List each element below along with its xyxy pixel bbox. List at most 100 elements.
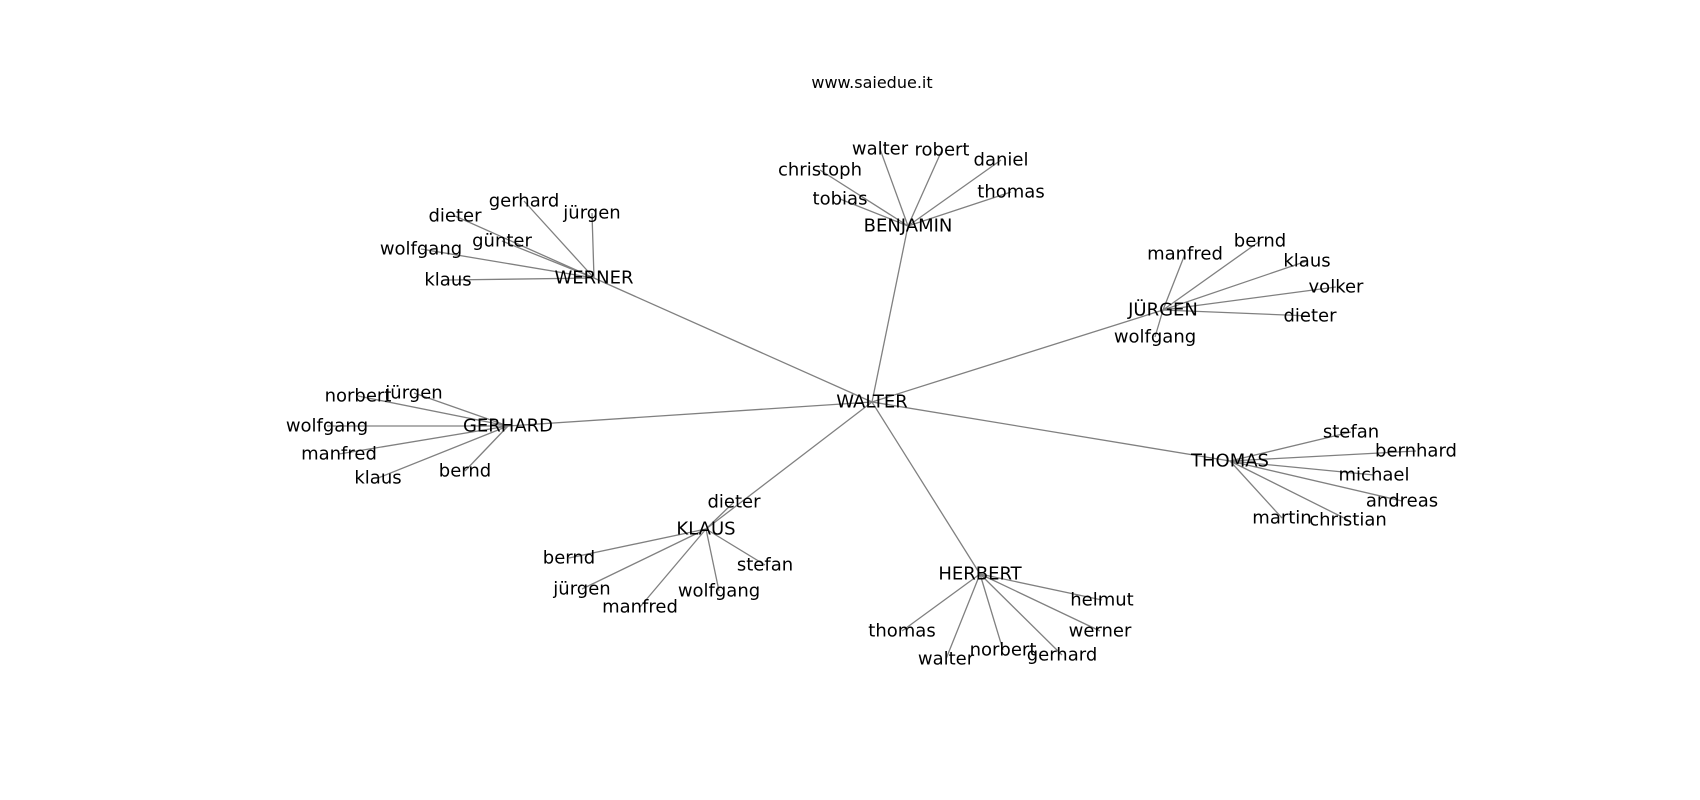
node-leaf-thomas-michael: michael xyxy=(1339,465,1410,486)
edge-klaus-juergen xyxy=(581,528,707,590)
node-leaf-benjamin-walter: walter xyxy=(852,139,909,160)
node-leaf-gerhard-wolfgang: wolfgang xyxy=(286,416,368,437)
edge-juergen-manfred xyxy=(1162,253,1186,311)
node-leaf-werner-dieter: dieter xyxy=(428,206,482,227)
edge-walter-benjamin xyxy=(871,225,909,403)
edges-layer xyxy=(327,148,1417,660)
edge-gerhard-bernd xyxy=(464,425,509,472)
edge-benjamin-walter xyxy=(879,148,909,227)
edge-herbert-werner xyxy=(979,573,1101,632)
node-root-walter: WALTER xyxy=(836,392,908,413)
node-leaf-benjamin-christoph: christoph xyxy=(778,160,862,181)
node-leaf-klaus-juergen: jürgen xyxy=(552,579,610,600)
node-leaf-herbert-werner: werner xyxy=(1069,621,1132,642)
node-leaf-werner-guenter: günter xyxy=(472,231,532,252)
edge-herbert-thomas xyxy=(901,573,981,632)
edge-klaus-bernd xyxy=(568,528,707,559)
node-hub-klaus: KLAUS xyxy=(676,519,735,540)
edge-klaus-stefan xyxy=(705,528,766,566)
node-leaf-gerhard-manfred: manfred xyxy=(301,444,377,465)
edge-herbert-gerhard xyxy=(979,573,1063,656)
node-leaf-juergen-manfred: manfred xyxy=(1147,244,1223,265)
node-leaf-werner-wolfgang: wolfgang xyxy=(380,239,462,260)
edge-benjamin-tobias xyxy=(839,198,909,227)
edge-werner-dieter xyxy=(454,215,595,279)
node-leaf-klaus-bernd: bernd xyxy=(543,548,595,569)
edge-thomas-stefan xyxy=(1229,431,1352,462)
node-leaf-klaus-manfred: manfred xyxy=(602,597,678,618)
edge-walter-klaus xyxy=(705,401,873,530)
edge-herbert-norbert xyxy=(979,573,1004,651)
node-leaf-herbert-walter: walter xyxy=(918,649,975,670)
edge-juergen-dieter xyxy=(1162,309,1311,317)
node-leaf-thomas-andreas: andreas xyxy=(1366,491,1438,512)
node-hub-gerhard: GERHARD xyxy=(463,416,553,437)
edge-thomas-bernhard xyxy=(1229,450,1417,462)
node-hub-benjamin: BENJAMIN xyxy=(864,216,953,237)
edge-klaus-manfred xyxy=(639,528,707,608)
node-leaf-werner-klaus: klaus xyxy=(424,270,471,291)
edge-werner-guenter xyxy=(501,240,595,279)
edge-juergen-wolfgang xyxy=(1154,309,1164,338)
node-leaf-herbert-helmut: helmut xyxy=(1070,590,1133,611)
edge-thomas-andreas xyxy=(1229,460,1403,502)
node-leaf-thomas-bernhard: bernhard xyxy=(1375,441,1457,462)
edge-walter-thomas xyxy=(871,401,1231,462)
edge-werner-juergen xyxy=(591,212,595,279)
node-leaf-gerhard-norbert: norbert xyxy=(325,386,392,407)
edge-klaus-wolfgang xyxy=(705,528,720,592)
node-hub-thomas: THOMAS xyxy=(1190,451,1269,472)
edge-walter-werner xyxy=(593,277,873,403)
node-leaf-klaus-stefan: stefan xyxy=(737,555,793,576)
edge-walter-herbert xyxy=(871,401,981,575)
node-leaf-benjamin-tobias: tobias xyxy=(813,189,868,210)
edge-thomas-michael xyxy=(1229,460,1375,476)
node-leaf-klaus-wolfgang: wolfgang xyxy=(678,581,760,602)
node-leaf-benjamin-robert: robert xyxy=(915,140,970,161)
node-leaf-herbert-thomas: thomas xyxy=(868,621,935,642)
edge-herbert-helmut xyxy=(979,573,1103,601)
node-leaf-herbert-norbert: norbert xyxy=(970,640,1037,661)
node-leaf-werner-juergen: jürgen xyxy=(562,203,620,224)
edge-werner-wolfgang xyxy=(420,248,595,279)
edge-klaus-dieter xyxy=(705,501,735,530)
node-leaf-juergen-bernd: bernd xyxy=(1234,231,1286,252)
edge-benjamin-daniel xyxy=(907,159,1002,227)
node-leaf-juergen-dieter: dieter xyxy=(1283,306,1337,327)
node-leaf-gerhard-juergen: jürgen xyxy=(384,383,442,404)
edge-juergen-volker xyxy=(1162,286,1337,311)
edge-gerhard-klaus xyxy=(377,425,509,479)
edge-benjamin-robert xyxy=(907,149,943,227)
node-hub-juergen: JÜRGEN xyxy=(1127,299,1198,321)
edge-walter-juergen xyxy=(871,309,1164,403)
node-hub-werner: WERNER xyxy=(554,268,633,289)
edge-thomas-christian xyxy=(1229,460,1349,521)
edge-werner-gerhard xyxy=(523,200,595,279)
node-leaf-juergen-volker: volker xyxy=(1309,277,1365,298)
edge-walter-gerhard xyxy=(507,401,873,427)
edge-juergen-klaus xyxy=(1162,260,1308,311)
edge-werner-klaus xyxy=(447,277,595,281)
node-hub-herbert: HERBERT xyxy=(938,564,1022,585)
node-leaf-benjamin-thomas: thomas xyxy=(977,182,1044,203)
edge-gerhard-juergen xyxy=(413,392,509,427)
edge-benjamin-christoph xyxy=(819,169,909,227)
edge-herbert-walter xyxy=(945,573,981,660)
node-leaf-thomas-stefan: stefan xyxy=(1323,422,1379,443)
edge-gerhard-norbert xyxy=(357,395,509,427)
edge-gerhard-manfred xyxy=(338,425,509,455)
edge-juergen-bernd xyxy=(1162,240,1261,311)
node-leaf-werner-gerhard: gerhard xyxy=(489,191,560,212)
edge-thomas-martin xyxy=(1229,460,1283,519)
node-leaf-thomas-christian: christian xyxy=(1309,510,1387,531)
node-leaf-gerhard-klaus: klaus xyxy=(354,468,401,489)
diagram-title: www.saiedue.it xyxy=(811,73,932,92)
node-leaf-klaus-dieter: dieter xyxy=(707,492,761,513)
edge-benjamin-thomas xyxy=(907,191,1012,227)
node-leaf-juergen-wolfgang: wolfgang xyxy=(1114,327,1196,348)
node-leaf-gerhard-bernd: bernd xyxy=(439,461,491,482)
node-leaf-benjamin-daniel: daniel xyxy=(974,150,1029,171)
node-leaf-juergen-klaus: klaus xyxy=(1283,251,1330,272)
